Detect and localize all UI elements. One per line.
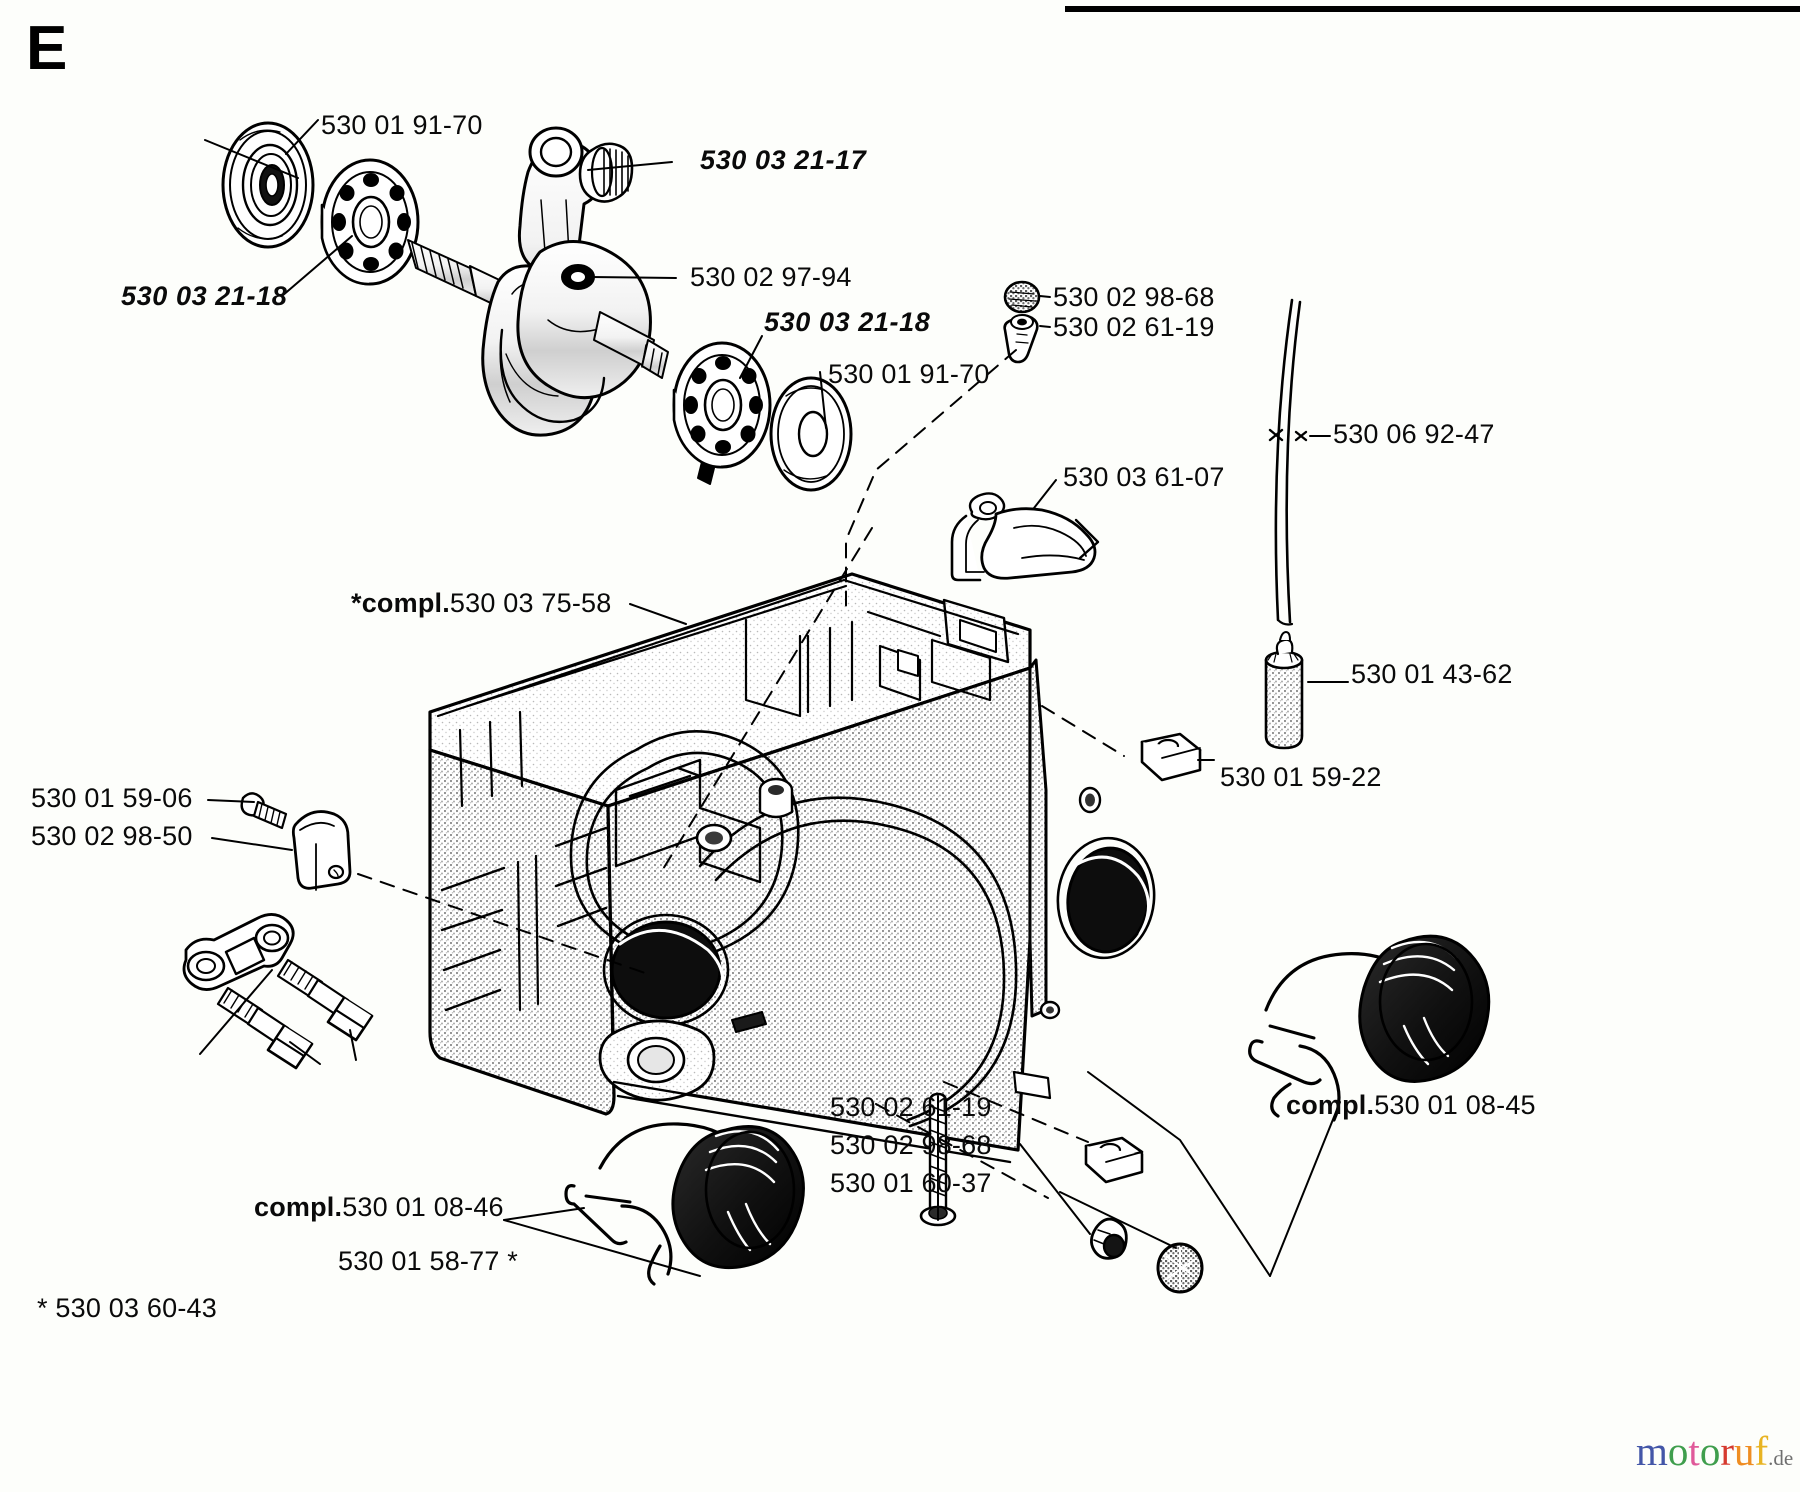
label-clip-nut-right: 530 01 59-22 [1220, 762, 1382, 792]
grommet-upper [1003, 314, 1039, 364]
wm-letter-u: u [1733, 1428, 1755, 1474]
fuel-hose [1268, 298, 1308, 626]
needle-bearing [578, 142, 634, 203]
label-fuel-filter-cartridge: 530 01 43-62 [1351, 659, 1513, 689]
assembly-axis-lines [357, 349, 1125, 1199]
label-filter-screen-upper: 530 02 98-68 [1053, 282, 1215, 312]
bumper-spike [291, 810, 352, 891]
section-letter: E [26, 14, 67, 83]
grommet-lower [1090, 1217, 1128, 1260]
compl-number-fuel-cap: 530 01 08-46 [342, 1192, 504, 1222]
bumper-screw [240, 792, 288, 830]
handle-bracket [950, 492, 1100, 582]
label-ball-bearing-right: 530 03 21-18 [764, 307, 931, 337]
compl-prefix-crankcase: *compl. [351, 588, 450, 618]
label-oil-cap-complete: compl.530 01 08-45 [1286, 1091, 1536, 1119]
label-self-tapping-screw: 530 01 60-37 [830, 1168, 992, 1198]
label-fuel-cap-complete: compl.530 01 08-46 [254, 1193, 504, 1221]
label-bar-stud-bolt: 530 01 58-77 * [338, 1246, 518, 1276]
fuel-filter-cartridge [1264, 631, 1304, 750]
wm-letter-m: m [1636, 1428, 1668, 1474]
label-crankshaft: 530 02 97-94 [690, 262, 852, 292]
bar-stud-bolt-1 [216, 986, 314, 1070]
bar-stud-bolt-2 [276, 958, 374, 1042]
label-grommet-upper: 530 02 61-19 [1053, 312, 1215, 342]
label-filter-screen-lower: 530 02 98-68 [830, 1130, 992, 1160]
filter-screen-lower [1156, 1242, 1204, 1294]
crankshaft [407, 126, 715, 485]
label-bumper-screw: 530 01 59-06 [31, 783, 193, 813]
crankcase-fuel-tank-body [428, 572, 1156, 1164]
wm-suffix-de: .de [1768, 1446, 1794, 1470]
label-handle-bracket: 530 03 61-07 [1063, 462, 1225, 492]
wm-letter-o2: o [1699, 1428, 1721, 1474]
chain-tensioner-bracket [182, 913, 295, 991]
label-seal-ring-clutch: 530 01 91-70 [828, 359, 990, 389]
seal-ring-flywheel [221, 121, 315, 249]
wm-letter-f: f [1754, 1428, 1769, 1474]
compl-number-oil-cap: 530 01 08-45 [1374, 1090, 1536, 1120]
label-needle-bearing: 530 03 21-17 [700, 145, 867, 175]
ball-bearing-left [320, 158, 420, 286]
top-rule [1065, 6, 1800, 12]
compl-prefix-fuel-cap: compl. [254, 1192, 343, 1222]
label-seal-ring-flywheel: 530 01 91-70 [321, 110, 483, 140]
compl-prefix-oil-cap: compl. [1286, 1090, 1375, 1120]
fuel-cap-complete-lower [564, 1122, 805, 1286]
clip-nut-right [1140, 732, 1202, 782]
clip-nut-lower [1084, 1136, 1144, 1184]
label-chain-tensioner-bracket: * 530 03 60-43 [37, 1293, 217, 1323]
seal-ring-clutch [769, 376, 853, 492]
ball-bearing-right [672, 341, 772, 469]
compl-number-crankcase: 530 03 75-58 [449, 588, 612, 618]
label-fuel-hose: 530 06 92-47 [1333, 419, 1495, 449]
label-bumper-spike: 530 02 98-50 [31, 821, 193, 851]
label-ball-bearing-left: 530 03 21-18 [121, 281, 288, 311]
filter-screen-upper [1003, 280, 1041, 314]
motoruf-watermark: motoruf.de [1636, 1431, 1793, 1472]
wm-letter-o1: o [1667, 1428, 1689, 1474]
label-grommet-lower: 530 02 61-19 [830, 1092, 992, 1122]
wm-letter-r: r [1720, 1428, 1734, 1474]
wm-letter-t: t [1688, 1428, 1700, 1474]
label-crankcase-complete: *compl.530 03 75-58 [351, 589, 611, 617]
